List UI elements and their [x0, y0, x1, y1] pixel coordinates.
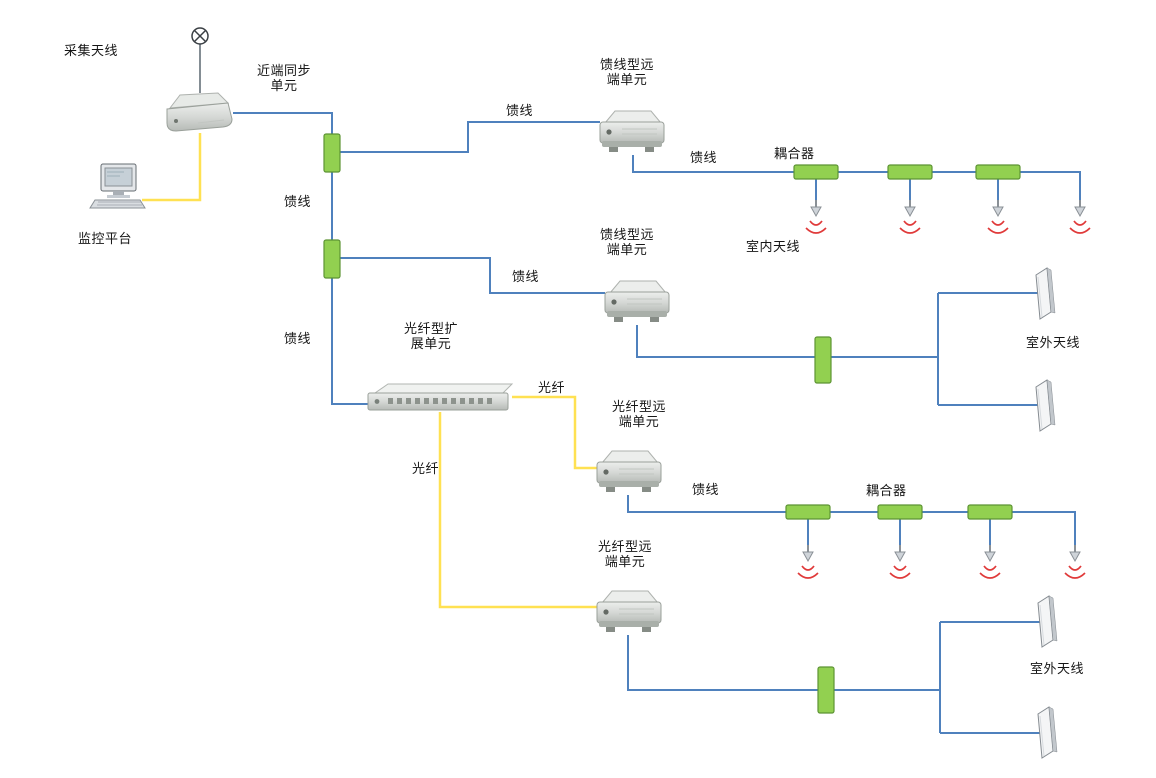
- collect-antenna-icon: [191, 27, 209, 93]
- splitter-block: [323, 239, 341, 279]
- near-end-unit-device: [166, 92, 233, 132]
- feeder-segment: [627, 495, 1076, 545]
- splitter-block: [323, 133, 341, 173]
- feeder-segment: [331, 278, 368, 405]
- coupler-block: [887, 164, 933, 180]
- indoor-antenna-icon: [889, 544, 911, 579]
- feeder-lines: [233, 112, 1081, 734]
- feeder-remote-unit-label: 馈线型远 端单元: [599, 58, 654, 89]
- splitter-block: [814, 336, 832, 384]
- feeder-segment: [632, 155, 1081, 200]
- indoor-antenna-icon: [899, 199, 921, 234]
- feeder-label: 馈线: [506, 104, 534, 119]
- fiber-expansion-unit-device: [367, 383, 513, 411]
- fiber-segment: [438, 412, 597, 609]
- outdoor-antenna-icon: [1035, 379, 1056, 432]
- monitor-cable: [142, 133, 202, 202]
- fiber-lines: [142, 133, 597, 609]
- coupler-block: [877, 504, 923, 520]
- coupler-label: 耦合器: [774, 147, 815, 162]
- coupler-label: 耦合器: [866, 484, 907, 499]
- fiber-label: 光纤: [538, 381, 566, 396]
- fiber-label: 光纤: [412, 462, 440, 477]
- indoor-antenna-icon: [987, 199, 1009, 234]
- fiber-remote-unit-label: 光纤型远 端单元: [597, 540, 652, 571]
- coupler-block: [975, 164, 1021, 180]
- feeder-remote-unit-label: 馈线型远 端单元: [599, 228, 654, 259]
- feeder-remote-unit-device-1: [599, 110, 665, 153]
- indoor-antenna-icon: [805, 199, 827, 234]
- splitter-block: [817, 666, 835, 714]
- fiber-expansion-unit-label: 光纤型扩 展单元: [403, 322, 458, 353]
- feeder-label: 馈线: [284, 332, 312, 347]
- fiber-segment: [512, 395, 597, 470]
- feeder-label: 馈线: [512, 270, 540, 285]
- feeder-remote-unit-device-2: [604, 280, 670, 323]
- fiber-remote-unit-device-2: [596, 590, 662, 633]
- feeder-segment: [627, 635, 818, 691]
- outdoor-antenna-label: 室外天线: [1030, 662, 1085, 677]
- fiber-remote-unit-device-1: [596, 450, 662, 493]
- monitor-platform-label: 监控平台: [78, 232, 133, 247]
- feeder-segment: [233, 112, 333, 134]
- outdoor-antenna-icon: [1037, 595, 1058, 648]
- splitters-and-couplers: [323, 133, 1021, 714]
- indoor-antenna-icon: [797, 544, 819, 579]
- fiber-remote-unit-label: 光纤型远 端单元: [611, 400, 666, 431]
- monitor-platform-computer: [89, 163, 146, 209]
- indoor-antenna-label: 室内天线: [746, 240, 801, 255]
- indoor-antenna-icon: [1069, 199, 1091, 234]
- collect-antenna-label: 采集天线: [64, 44, 119, 59]
- coupler-block: [785, 504, 831, 520]
- feeder-label: 馈线: [690, 151, 718, 166]
- coupler-block: [793, 164, 839, 180]
- feeder-segment: [340, 121, 600, 153]
- feeder-label: 馈线: [692, 483, 720, 498]
- feeder-label: 馈线: [284, 195, 312, 210]
- coupler-block: [967, 504, 1013, 520]
- feeder-segment: [340, 257, 605, 294]
- feeder-segment: [636, 325, 815, 358]
- indoor-antenna-icon: [979, 544, 1001, 579]
- outdoor-antenna-icon: [1037, 706, 1058, 759]
- near-end-unit-label: 近端同步 单元: [256, 64, 311, 95]
- outdoor-antenna-label: 室外天线: [1026, 336, 1081, 351]
- outdoor-antenna-icon: [1035, 267, 1056, 320]
- indoor-antenna-icon: [1064, 544, 1086, 579]
